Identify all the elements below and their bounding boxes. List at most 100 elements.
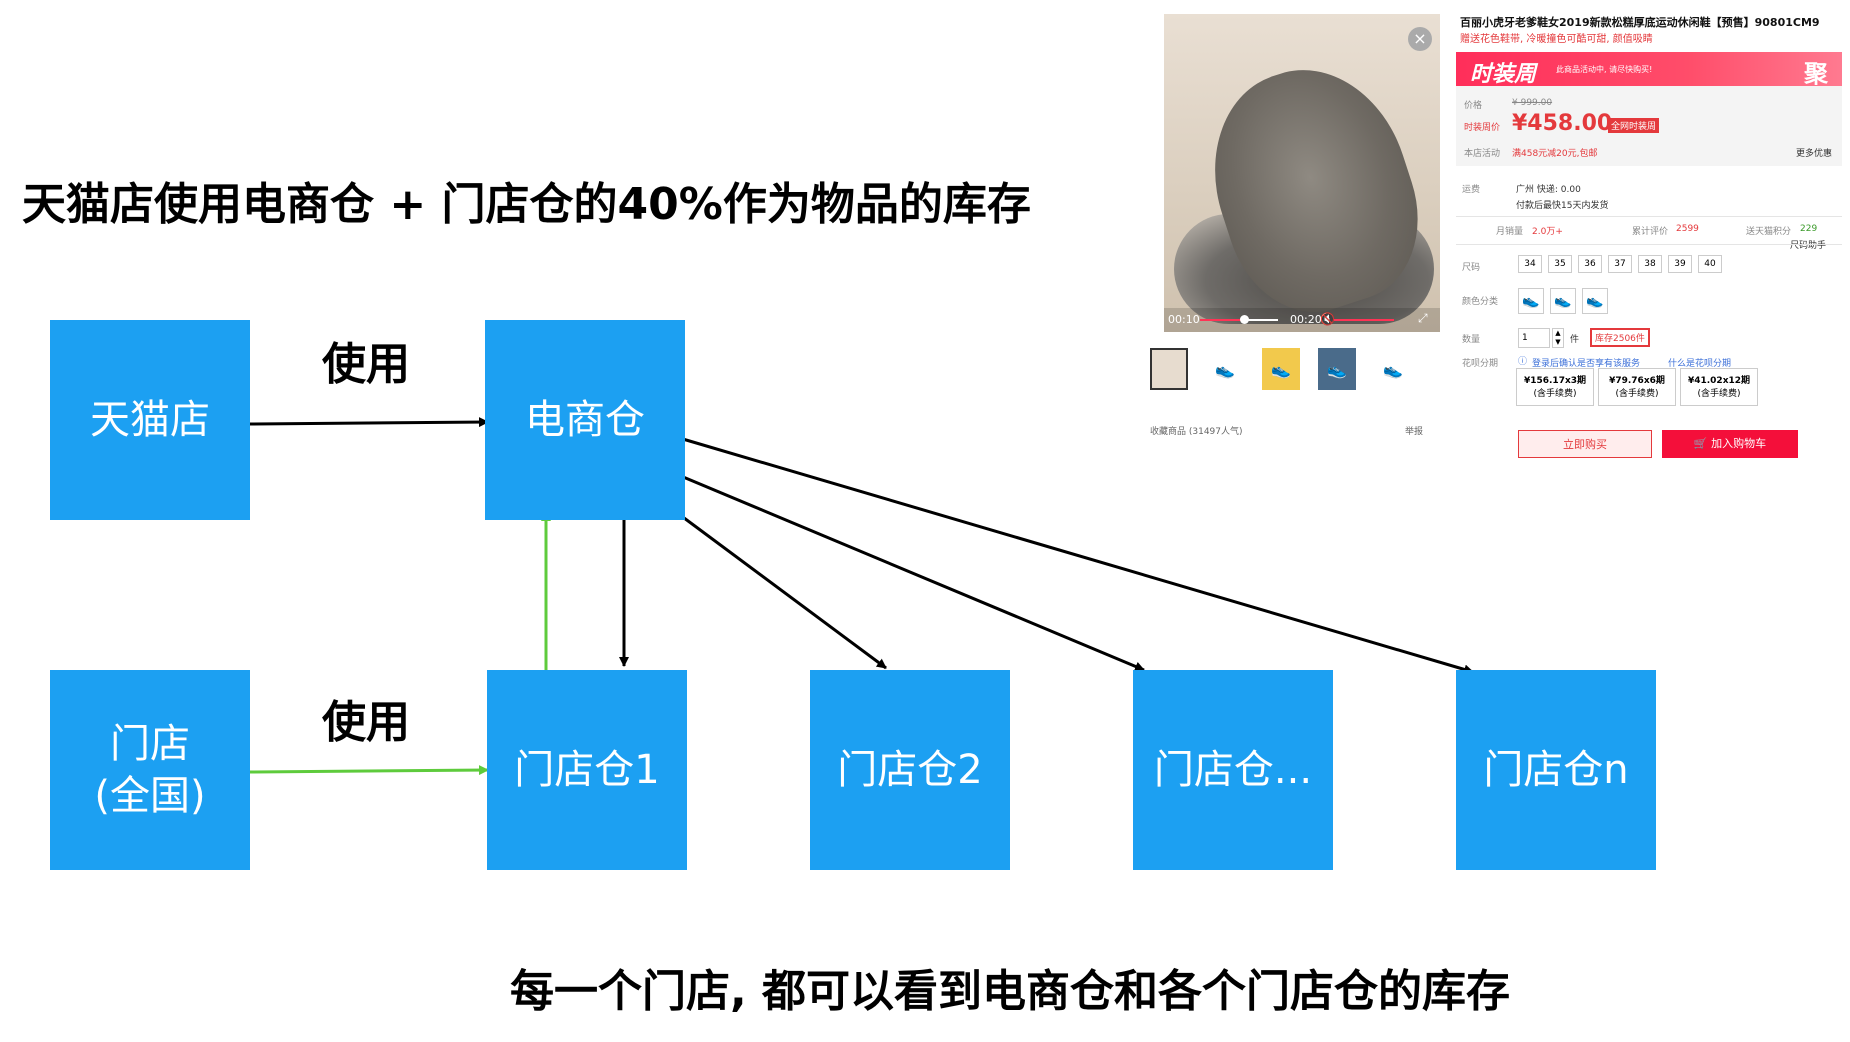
store-warehouse-2-label: 门店仓2	[837, 747, 983, 793]
installment-note: 登录后确认是否享有该服务	[1532, 359, 1641, 369]
size-options: 34 35 36 37 38 39 40	[1518, 255, 1722, 273]
diagram-title: 天猫店使用电商仓 + 门店仓的40%作为物品的库存	[22, 179, 1031, 230]
volume-slider[interactable]	[1334, 319, 1394, 321]
installment-help-link[interactable]: 什么是花呗分期	[1668, 359, 1732, 369]
video-progress-bar[interactable]	[1200, 319, 1278, 321]
stock-count: 库存2506件	[1590, 328, 1650, 347]
thumbnail-strip: 👟 👟 👟 👟	[1150, 348, 1412, 390]
favorite-link[interactable]: 收藏商品 (31497人气)	[1150, 427, 1243, 437]
video-controls: 00:10 00:20 🔇 ⤢	[1164, 308, 1440, 332]
report-link[interactable]: 举报	[1405, 427, 1424, 437]
size-option[interactable]: 37	[1608, 255, 1632, 273]
fashion-week-banner: 时装周 此商品活动中, 请尽快购买! 聚	[1456, 52, 1842, 88]
color-option-icon[interactable]: 👟	[1550, 288, 1576, 314]
thumbnail-4[interactable]: 👟	[1318, 348, 1356, 390]
fullscreen-icon[interactable]: ⤢	[1418, 311, 1428, 325]
quantity-stepper[interactable]: ▲▼	[1552, 328, 1564, 348]
product-title: 百丽小虎牙老爹鞋女2019新款松糕厚底运动休闲鞋【预售】90801CM9	[1460, 16, 1820, 29]
use-label-top: 使用	[322, 339, 410, 390]
quantity-label: 数量	[1462, 335, 1481, 345]
tmall-store-box: 天猫店	[50, 320, 250, 520]
event-price-label: 时装周价	[1464, 123, 1501, 133]
quantity-input[interactable]: 1	[1518, 328, 1550, 348]
original-price: ¥ 999.00	[1512, 98, 1553, 108]
video-progress-knob[interactable]	[1240, 315, 1249, 324]
installment-amount: ¥79.76x6期	[1609, 376, 1665, 386]
size-option[interactable]: 40	[1698, 255, 1722, 273]
color-option-icon[interactable]: 👟	[1582, 288, 1608, 314]
thumbnail-5[interactable]: 👟	[1374, 348, 1412, 390]
installment-fee: (含手续费)	[1615, 389, 1659, 399]
store-warehouse-n-box: 门店仓n	[1456, 670, 1656, 870]
store-warehouse-1-box: 门店仓1	[487, 670, 687, 870]
use-label-bottom: 使用	[322, 697, 410, 748]
size-option[interactable]: 39	[1668, 255, 1692, 273]
fashion-week-logo: 时装周	[1470, 62, 1537, 87]
installment-amount: ¥41.02x12期	[1687, 376, 1751, 386]
shipping-info[interactable]: 广州 快递: 0.00	[1516, 185, 1581, 195]
total-reviews-label: 累计评价	[1632, 227, 1669, 237]
price-panel: 价格 ¥ 999.00 时装周价 ¥458.00 全网时装周 本店活动 满458…	[1456, 86, 1842, 166]
close-icon[interactable]: ×	[1408, 27, 1432, 51]
buy-now-button[interactable]: 立即购买	[1518, 430, 1652, 458]
divider	[1456, 244, 1842, 245]
color-options: 👟 👟 👟	[1518, 288, 1608, 314]
more-discounts-link[interactable]: 更多优惠	[1795, 149, 1832, 159]
shipping-note: 付款后最快15天内发货	[1516, 201, 1609, 211]
monthly-sales: 2.0万+	[1532, 227, 1563, 237]
arrow-store-to-warehouse1	[247, 765, 489, 776]
size-helper-link[interactable]: 尺码助手	[1790, 241, 1827, 251]
store-warehouse-etc-box: 门店仓...	[1133, 670, 1333, 870]
event-badge: 全网时装周	[1608, 118, 1660, 133]
arrow-ecom-to-warehouse2	[675, 510, 887, 670]
mute-icon[interactable]: 🔇	[1320, 312, 1335, 326]
store-label-line1: 门店	[110, 721, 190, 767]
store-event: 满458元减20元,包邮	[1512, 149, 1598, 159]
store-warehouse-n-label: 门店仓n	[1483, 747, 1629, 793]
color-label: 颜色分类	[1462, 297, 1499, 307]
ju-logo: 聚	[1804, 60, 1828, 88]
diagram-footer: 每一个门店, 都可以看到电商仓和各个门店仓的库存	[510, 966, 1511, 1017]
size-option[interactable]: 38	[1638, 255, 1662, 273]
thumbnail-1[interactable]	[1150, 348, 1188, 390]
ecommerce-warehouse-box: 电商仓	[485, 320, 685, 520]
store-warehouse-2-box: 门店仓2	[810, 670, 1010, 870]
arrow-ecom-to-warehouse-etc	[675, 472, 1145, 672]
installment-fee: (含手续费)	[1533, 389, 1577, 399]
add-to-cart-button[interactable]: 🛒 加入购物车	[1662, 430, 1798, 458]
shipping-label: 运费	[1462, 185, 1481, 195]
add-to-cart-label: 加入购物车	[1711, 437, 1767, 450]
ecommerce-warehouse-label: 电商仓	[525, 397, 645, 443]
promo-hint: 此商品活动中, 请尽快购买!	[1556, 65, 1653, 74]
size-label: 尺码	[1462, 263, 1481, 273]
product-subtitle: 赠送花色鞋带, 冷暖撞色可酷可甜, 颜值吸睛	[1460, 34, 1653, 45]
installment-option[interactable]: ¥79.76x6期 (含手续费)	[1598, 368, 1676, 406]
thumbnail-2[interactable]: 👟	[1206, 348, 1244, 390]
video-total-time: 00:20	[1290, 313, 1322, 326]
color-option-icon[interactable]: 👟	[1518, 288, 1544, 314]
size-option[interactable]: 35	[1548, 255, 1572, 273]
installment-label: 花呗分期	[1462, 359, 1499, 369]
store-label-line2: (全国)	[94, 773, 206, 819]
price-label: 价格	[1464, 101, 1483, 111]
divider	[1456, 216, 1842, 217]
tmall-points: 229	[1800, 224, 1818, 234]
thumbnail-3[interactable]: 👟	[1262, 348, 1300, 390]
installment-option[interactable]: ¥156.17x3期 (含手续费)	[1516, 368, 1594, 406]
arrow-ecom-to-warehouse-n	[675, 435, 1474, 675]
store-nationwide-box: 门店 (全国)	[50, 670, 250, 870]
event-price: ¥458.00	[1512, 111, 1613, 136]
arrow-tmall-to-ecom	[247, 417, 489, 428]
tmall-store-label: 天猫店	[90, 397, 210, 443]
total-reviews: 2599	[1676, 224, 1699, 234]
installment-fee: (含手续费)	[1697, 389, 1741, 399]
info-icon: ⓘ	[1518, 357, 1528, 367]
store-event-label: 本店活动	[1464, 149, 1501, 159]
size-option[interactable]: 34	[1518, 255, 1542, 273]
installment-option[interactable]: ¥41.02x12期 (含手续费)	[1680, 368, 1758, 406]
video-current-time: 00:10	[1168, 313, 1200, 326]
size-option[interactable]: 36	[1578, 255, 1602, 273]
cart-icon: 🛒	[1693, 437, 1708, 450]
product-video[interactable]: 00:10 00:20 🔇 ⤢	[1164, 14, 1440, 332]
